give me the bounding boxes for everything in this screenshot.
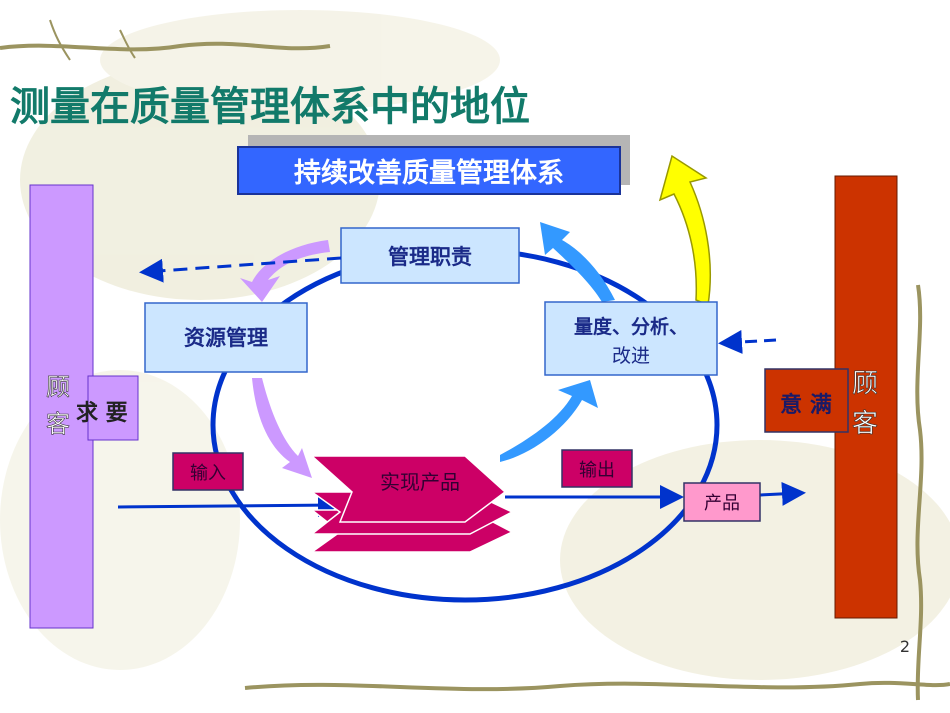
input-label: 输入 bbox=[190, 463, 226, 484]
management-label: 管理职责 bbox=[388, 245, 472, 269]
resource-label: 资源管理 bbox=[184, 326, 268, 350]
measure-label-line2: 改进 bbox=[612, 345, 650, 367]
feedback-dashed-arrow-left bbox=[139, 256, 342, 283]
yellow-arrow bbox=[658, 154, 711, 307]
right-customer-label-2: 客 bbox=[852, 409, 878, 439]
product-box bbox=[683, 482, 761, 522]
vine-border-top bbox=[0, 19, 331, 61]
page-number: 2 bbox=[900, 637, 910, 656]
input-box bbox=[172, 452, 244, 491]
blue-arrow-bottom bbox=[500, 380, 598, 462]
vine-border-bottom bbox=[244, 680, 950, 692]
product-flow-arrow bbox=[759, 481, 806, 506]
realize-product-shape bbox=[309, 455, 514, 553]
measure-box bbox=[544, 301, 718, 376]
purple-arrow-bottom bbox=[252, 378, 312, 478]
feedback-dashed-arrow-right bbox=[718, 329, 777, 354]
left-customer-bar bbox=[29, 184, 94, 629]
measure-label-line1: 量度、分析、 bbox=[574, 315, 688, 338]
management-box bbox=[340, 227, 520, 284]
right-customer-label-1: 顾 bbox=[852, 369, 878, 399]
requirement-box bbox=[87, 375, 139, 441]
product-label: 产品 bbox=[704, 493, 740, 514]
left-customer-label-2: 客 bbox=[46, 410, 70, 438]
satisfaction-box bbox=[764, 368, 849, 433]
resource-box bbox=[144, 302, 308, 373]
banner-box bbox=[237, 146, 621, 195]
satisfaction-label: 意 满 bbox=[780, 392, 832, 418]
blue-arrow-top bbox=[540, 222, 615, 302]
purple-arrow-top bbox=[240, 240, 330, 302]
page-title: 测量在质量管理体系中的地位 bbox=[10, 84, 530, 130]
output-box bbox=[561, 449, 633, 488]
left-customer-label-1: 顾 bbox=[46, 373, 70, 401]
realize-product-label: 实现产品 bbox=[380, 470, 460, 494]
banner-text: 持续改善质量管理体系 bbox=[294, 157, 564, 189]
requirement-label: 求 要 bbox=[76, 401, 128, 426]
output-label: 输出 bbox=[579, 460, 615, 481]
input-flow-arrow bbox=[117, 493, 342, 518]
vine-border-right bbox=[915, 284, 924, 701]
